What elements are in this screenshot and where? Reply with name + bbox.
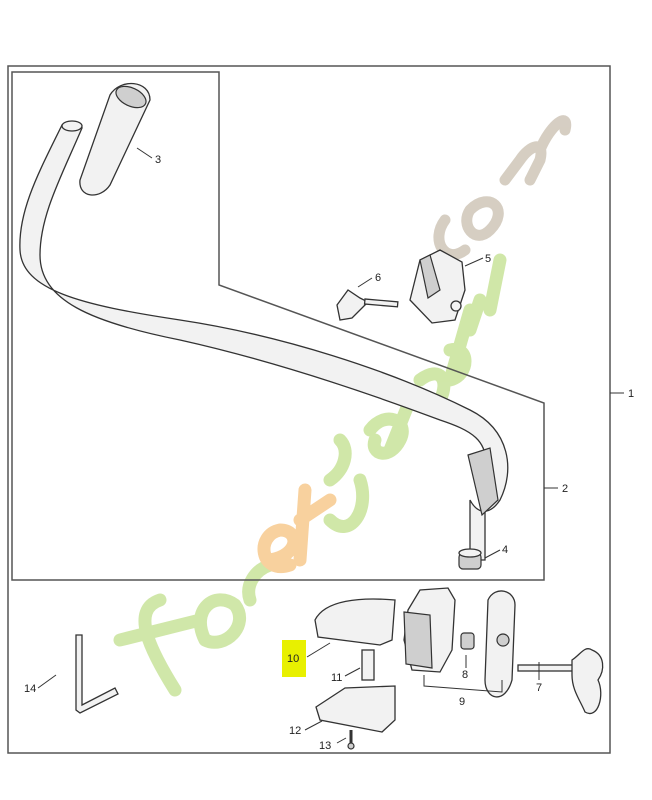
callout-4[interactable]: 4 <box>502 544 508 556</box>
highlight-marker <box>282 640 306 677</box>
watermark-logo <box>113 115 572 697</box>
spring-part-8 <box>460 632 475 650</box>
screw-part-13 <box>347 730 355 750</box>
callout-13[interactable]: 13 <box>319 740 331 752</box>
callout-8[interactable]: 8 <box>462 669 468 681</box>
callout-12[interactable]: 12 <box>289 725 301 737</box>
grip <box>79 82 151 196</box>
insert-part-11 <box>361 649 375 681</box>
leader-lines <box>37 147 624 744</box>
clamp-part-5 <box>409 249 466 324</box>
callout-9[interactable]: 9 <box>459 696 465 708</box>
callout-5[interactable]: 5 <box>485 253 491 265</box>
cover-part-10 <box>314 598 396 646</box>
callout-2[interactable]: 2 <box>562 483 568 495</box>
callout-6[interactable]: 6 <box>375 272 381 284</box>
callout-14[interactable]: 14 <box>24 683 36 695</box>
clamp-bracket <box>467 447 499 517</box>
knob-part-6 <box>336 289 399 321</box>
callout-7[interactable]: 7 <box>536 682 542 694</box>
inner-frame <box>11 71 545 581</box>
handle-tube <box>19 120 509 561</box>
bolt-knob-part-7 <box>517 648 604 715</box>
base-part-12 <box>315 685 396 733</box>
housing-part-9 <box>403 587 516 698</box>
end-cap-part-4 <box>458 548 482 570</box>
callout-3[interactable]: 3 <box>155 154 161 166</box>
callout-1[interactable]: 1 <box>628 388 634 400</box>
callout-11[interactable]: 11 <box>331 672 342 684</box>
callout-10[interactable]: 10 <box>287 653 299 665</box>
hex-key-part-14 <box>75 634 119 714</box>
outer-frame <box>7 65 611 754</box>
